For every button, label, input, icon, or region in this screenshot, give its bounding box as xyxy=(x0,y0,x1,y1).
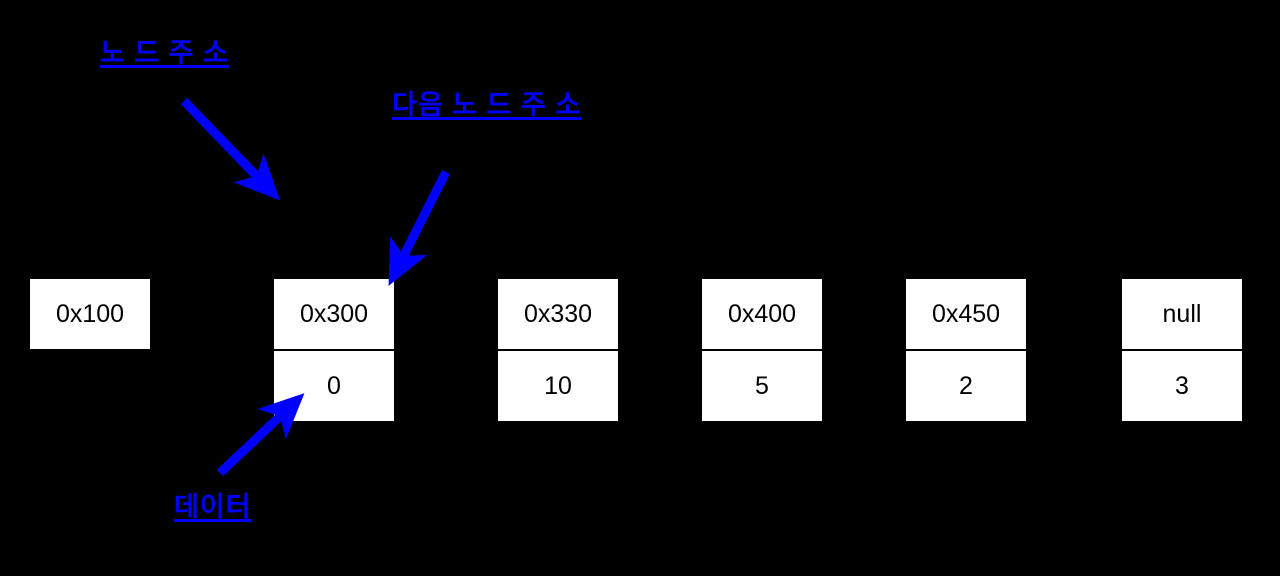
annotation-next-node-address: 다음 노 드 주 소 xyxy=(392,92,581,119)
node-2: 0x330 10 xyxy=(496,277,620,423)
node-4-address-cell: 0x450 xyxy=(904,277,1028,351)
annotation-node-address: 노 드 주 소 xyxy=(100,40,229,67)
annotation-data: 데이터 xyxy=(174,494,252,521)
annotation-node-address-text: 노 드 주 소 xyxy=(100,38,229,68)
node-3: 0x400 5 xyxy=(700,277,824,423)
node-4: 0x450 2 xyxy=(904,277,1028,423)
node-1-address-cell: 0x300 xyxy=(272,277,396,351)
node-1: 0x300 0 xyxy=(272,277,396,423)
node-5-address-cell: null xyxy=(1120,277,1244,351)
node-3-address-cell: 0x400 xyxy=(700,277,824,351)
arrow-next-node-address xyxy=(388,169,451,286)
arrow-node-address xyxy=(180,97,281,201)
node-4-data-cell: 2 xyxy=(904,349,1028,423)
node-2-address-cell: 0x330 xyxy=(496,277,620,351)
annotation-data-text: 데이터 xyxy=(174,492,252,522)
node-5-data-cell: 3 xyxy=(1120,349,1244,423)
node-0-address-cell: 0x100 xyxy=(28,277,152,351)
node-0: 0x100 xyxy=(28,277,152,351)
node-5: null 3 xyxy=(1120,277,1244,423)
node-3-data-cell: 5 xyxy=(700,349,824,423)
node-1-data-cell: 0 xyxy=(272,349,396,423)
node-2-data-cell: 10 xyxy=(496,349,620,423)
annotation-next-node-address-text: 다음 노 드 주 소 xyxy=(392,90,582,120)
